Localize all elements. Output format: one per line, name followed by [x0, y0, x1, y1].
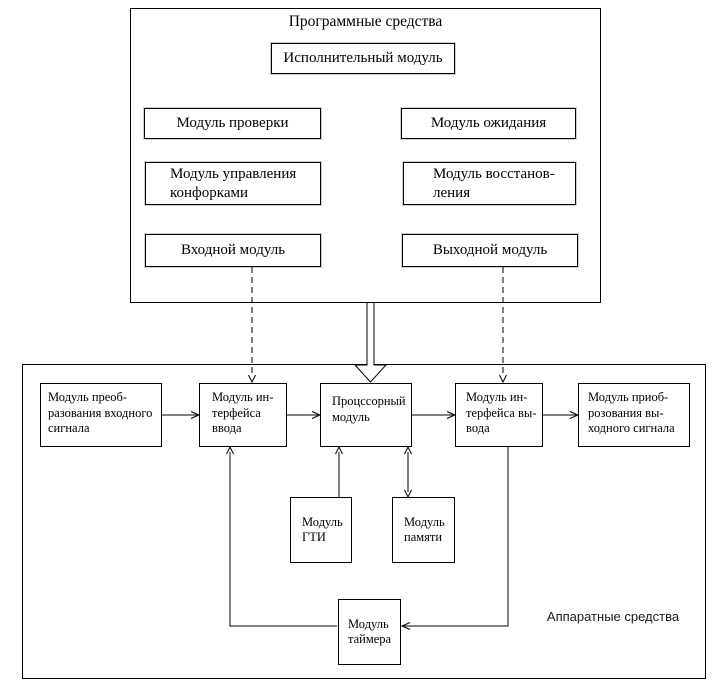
box-input-interface-module: Модуль ин- терфейса ввода [199, 383, 287, 447]
box-input-module: Входной модуль [145, 234, 321, 267]
box-timer-module: Модуль таймера [338, 599, 401, 665]
box-recovery-module: Модуль восстанов- ления [403, 162, 576, 205]
box-burner-control-module: Модуль управления конфорками [145, 162, 321, 205]
hardware-section-title: Аппаратные средства [546, 609, 680, 624]
box-clock-generator-module: Модуль ГТИ [290, 497, 352, 563]
box-output-module: Выходной модуль [402, 234, 578, 267]
box-input-signal-converter-module: Модуль преоб- разования входного сигнала [40, 383, 162, 447]
box-processor-module: Процссорный модуль [320, 383, 412, 447]
box-memory-module: Модуль памяти [392, 497, 455, 563]
box-wait-module: Модуль ожидания [401, 108, 576, 139]
box-output-interface-module: Модуль ин- терфейса вы- вода [455, 383, 543, 447]
box-output-signal-converter-module: Модуль приоб- розования вы- ходного сигн… [578, 383, 690, 447]
box-executive-module: Исполнительный модуль [271, 43, 455, 74]
box-check-module: Модуль проверки [144, 108, 321, 139]
software-section-title: Программные средства [288, 13, 443, 30]
